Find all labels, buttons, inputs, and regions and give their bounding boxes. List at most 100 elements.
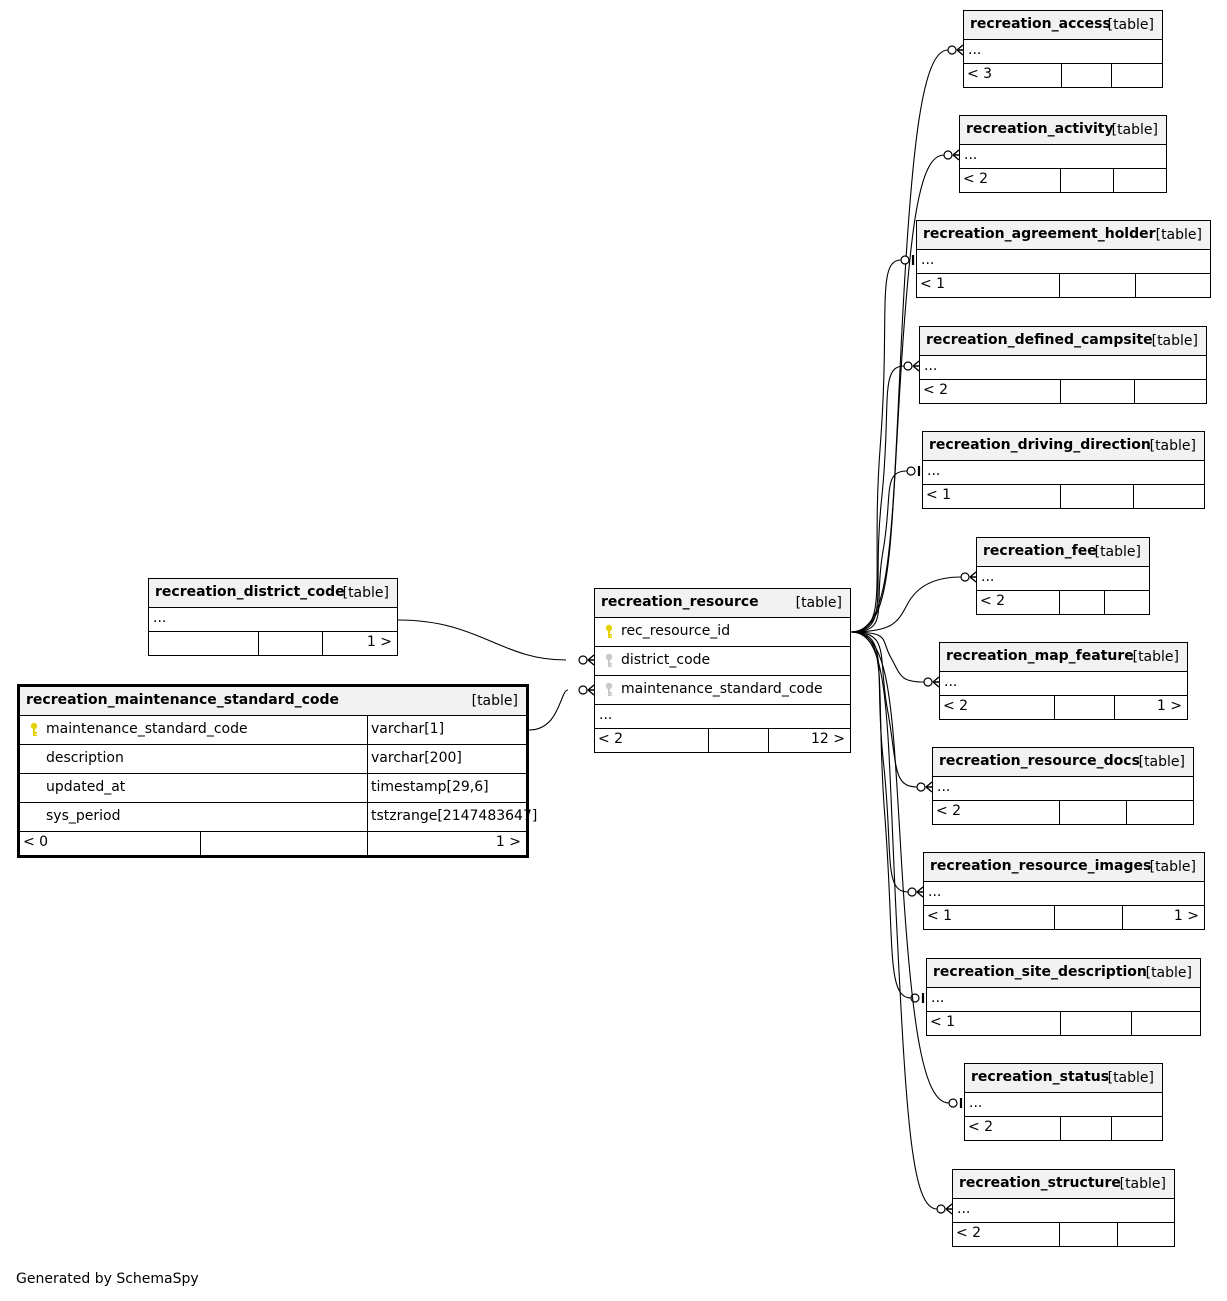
table-recreation-resource[interactable]: recreation_resource [table] rec_resource… (594, 588, 851, 753)
rows-count-cell (1060, 1223, 1118, 1246)
parents-count-cell: < 1 (917, 274, 1060, 297)
collapsed-columns-row: ... (977, 567, 1149, 591)
table-kind-label: [table] (1149, 438, 1196, 454)
relationship-line (850, 470, 908, 633)
table-recreation-district-code[interactable]: recreation_district_code [table] ... 1 > (148, 578, 398, 656)
table-footer: < 2 (960, 169, 1166, 192)
table-header: recreation_defined_campsite[table] (920, 327, 1206, 356)
table-header: recreation_status[table] (965, 1064, 1162, 1093)
collapsed-columns-row: ... (927, 988, 1200, 1012)
table-footer: < 2 (933, 801, 1193, 824)
optional-circle-marker (906, 466, 916, 476)
collapsed-columns-row: ... (965, 1093, 1162, 1117)
pk-key-icon (30, 722, 38, 737)
parents-count-cell: < 2 (960, 169, 1061, 192)
children-count-cell (1112, 64, 1162, 87)
collapsed-columns-row: ... (917, 250, 1210, 274)
table-recreation-status[interactable]: recreation_status[table]...< 2 (964, 1063, 1163, 1141)
optional-circle-marker (923, 677, 933, 687)
ellipsis-text: ... (957, 1201, 971, 1217)
table-header: recreation_site_description[table] (927, 959, 1200, 988)
children-count-cell: 1 > (1123, 906, 1204, 929)
table-header: recreation_resource_docs[table] (933, 748, 1193, 777)
parents-count: < 1 (927, 908, 953, 924)
table-kind-label: [table] (1107, 17, 1154, 33)
children-count: 1 > (366, 634, 392, 650)
parents-count-cell: < 2 (933, 801, 1060, 824)
pk-key-icon (605, 624, 613, 639)
table-recreation-driving-direction[interactable]: recreation_driving_direction[table]...< … (922, 431, 1205, 509)
ellipsis-text: ... (928, 884, 942, 900)
children-count-cell (1112, 1117, 1162, 1140)
column-name: rec_resource_id (621, 623, 731, 639)
table-header: recreation_agreement_holder[table] (917, 221, 1210, 250)
column-name: maintenance_standard_code (46, 721, 248, 737)
table-recreation-maintenance-standard-code[interactable]: recreation_maintenance_standard_code [ta… (17, 684, 537, 858)
table-recreation-activity[interactable]: recreation_activity[table]...< 2 (959, 115, 1167, 193)
relationship-line (850, 631, 918, 788)
table-recreation-access[interactable]: recreation_access[table]...< 3 (963, 10, 1163, 88)
collapsed-columns-row: ... (149, 608, 397, 632)
column-name: description (46, 750, 124, 766)
optional-circle-marker (903, 361, 913, 371)
table-recreation-resource-docs[interactable]: recreation_resource_docs[table]... < 2 (932, 747, 1194, 825)
table-recreation-defined-campsite[interactable]: recreation_defined_campsite[table]...< 2 (919, 326, 1207, 404)
relationship-line (850, 631, 925, 683)
table-recreation-structure[interactable]: recreation_structure[table]... < 2 (952, 1169, 1175, 1247)
table-name: recreation_maintenance_standard_code (26, 692, 340, 708)
column-row: description varchar[200] (20, 745, 526, 774)
parents-count: < 1 (920, 276, 946, 292)
column-name: district_code (621, 652, 711, 668)
table-kind-label: [table] (1138, 754, 1185, 770)
table-recreation-agreement-holder[interactable]: recreation_agreement_holder[table]... < 1 (916, 220, 1211, 298)
column-row: maintenance_standard_code (595, 676, 850, 705)
parents-count-cell: < 2 (965, 1117, 1061, 1140)
children-count-cell (1105, 591, 1149, 614)
ellipsis-text: ... (964, 147, 978, 163)
table-header: recreation_district_code [table] (149, 579, 397, 608)
relationship-line (850, 631, 912, 999)
table-footer: < 2 (920, 380, 1206, 403)
children-count-cell (1132, 1012, 1200, 1035)
table-name: recreation_site_description (933, 964, 1147, 980)
parents-count: < 2 (980, 593, 1006, 609)
parents-count: < 1 (930, 1014, 956, 1030)
table-name: recreation_driving_direction (929, 437, 1151, 453)
column-type-cell: varchar[200] (367, 745, 526, 773)
parents-count-cell: < 1 (927, 1012, 1061, 1035)
parents-count: < 2 (598, 731, 624, 747)
table-name: recreation_structure (959, 1175, 1121, 1191)
rows-count-cell (1061, 380, 1135, 403)
ellipsis-text: ... (981, 569, 995, 585)
children-count: 12 > (811, 731, 845, 747)
crows-foot-marker (587, 684, 595, 696)
table-footer: < 1 (923, 485, 1204, 508)
table-recreation-site-description[interactable]: recreation_site_description[table]... < 1 (926, 958, 1201, 1036)
parents-count: < 2 (956, 1225, 982, 1241)
rows-count-cell (1061, 1117, 1112, 1140)
parents-count: < 2 (963, 171, 989, 187)
table-recreation-fee[interactable]: recreation_fee[table]...< 2 (976, 537, 1150, 615)
table-footer: 1 > (149, 632, 397, 655)
table-header: recreation_structure[table] (953, 1170, 1174, 1199)
column-type: tstzrange[2147483647] (371, 808, 538, 824)
table-footer: < 1 (927, 1012, 1200, 1035)
table-kind-label: [table] (1132, 649, 1179, 665)
rows-count-cell (709, 729, 769, 752)
table-footer: < 2 12 > (595, 729, 850, 752)
table-kind-label: [table] (1145, 965, 1192, 981)
table-name: recreation_activity (966, 121, 1114, 137)
table-kind-label: [table] (1149, 859, 1196, 875)
ellipsis-text: ... (937, 779, 951, 795)
parents-count: < 1 (926, 487, 952, 503)
table-kind-label: [table] (795, 595, 842, 611)
crows-foot-marker (925, 781, 933, 793)
collapsed-columns-row: ... (924, 882, 1204, 906)
children-count-cell: 1 > (368, 832, 526, 855)
table-header: recreation_driving_direction[table] (923, 432, 1204, 461)
rows-count-cell (1055, 906, 1123, 929)
